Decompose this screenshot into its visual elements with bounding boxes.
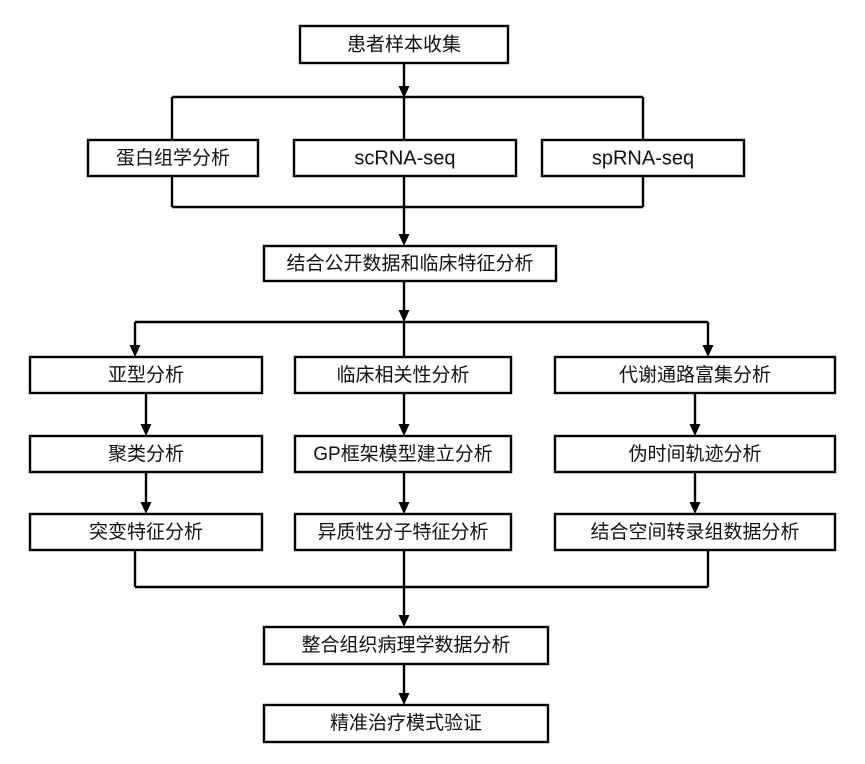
node-clinical-correlation-analysis[interactable]: 临床相关性分析	[293, 355, 513, 395]
node-label-n9: 聚类分析	[108, 443, 184, 465]
arrowhead-merge-n15	[398, 615, 410, 627]
node-box-n2[interactable]	[86, 138, 260, 178]
node-heterogeneity-molecular-features[interactable]: 异质性分子特征分析	[293, 512, 513, 552]
arrowhead-n11-n14	[689, 502, 701, 514]
node-label-n1: 患者样本收集	[347, 34, 461, 56]
node-public-data-clinical-features[interactable]: 结合公开数据和临床特征分析	[262, 244, 558, 283]
node-metabolic-pathway-enrichment[interactable]: 代谢通路富集分析	[553, 355, 837, 395]
node-label-n8: 代谢通路富集分析	[619, 364, 771, 386]
node-subtype-analysis[interactable]: 亚型分析	[28, 355, 264, 395]
node-label-n5: 结合公开数据和临床特征分析	[286, 253, 533, 275]
node-histopathology-integration[interactable]: 整合组织病理学数据分析	[262, 625, 550, 666]
node-box-n8[interactable]	[553, 355, 837, 395]
node-label-n2: 蛋白组学分析	[116, 147, 230, 169]
node-label-n6: 亚型分析	[108, 364, 184, 386]
node-gp-framework-model[interactable]: GP框架模型建立分析	[293, 434, 513, 474]
node-label-n7: 临床相关性分析	[336, 364, 469, 386]
node-box-n7[interactable]	[293, 355, 513, 395]
node-label-n14: 结合空间转录组数据分析	[590, 521, 799, 543]
node-label-n16: 精准治疗模式验证	[330, 712, 482, 734]
node-clustering-analysis[interactable]: 聚类分析	[28, 434, 264, 474]
node-box-n12[interactable]	[28, 512, 264, 552]
node-label-n11: 伪时间轨迹分析	[628, 443, 761, 465]
arrowhead-split-n6	[129, 345, 141, 357]
node-spatial-transcriptome-integration[interactable]: 结合空间转录组数据分析	[553, 512, 837, 552]
node-sprna-seq[interactable]: spRNA-seq	[540, 138, 746, 178]
node-label-n10: GP框架模型建立分析	[313, 443, 492, 465]
arrowhead-n8-n11	[689, 424, 701, 436]
node-box-n4[interactable]	[540, 138, 746, 178]
arrowhead-n15-n16	[398, 693, 410, 705]
node-box-n13[interactable]	[293, 512, 513, 552]
node-box-n1[interactable]	[298, 24, 510, 65]
node-scrna-seq[interactable]: scRNA-seq	[292, 138, 518, 178]
arrowhead-n9-n12	[140, 502, 152, 514]
arrowhead-split-n8	[702, 345, 714, 357]
node-precision-therapy-validation[interactable]: 精准治疗模式验证	[262, 703, 550, 744]
arrowhead-n6-n9	[140, 424, 152, 436]
node-box-n3[interactable]	[292, 138, 518, 178]
node-box-n16[interactable]	[262, 703, 550, 744]
node-label-n4: spRNA-seq	[592, 147, 694, 169]
arrowhead-merge-n5	[398, 234, 410, 246]
arrowhead-n10-n13	[398, 502, 410, 514]
node-layer: 患者样本收集 蛋白组学分析 scRNA-seq spRNA-seq 结合公开数据…	[28, 24, 837, 744]
node-patient-sample-collection[interactable]: 患者样本收集	[298, 24, 510, 65]
node-pseudotime-trajectory[interactable]: 伪时间轨迹分析	[553, 434, 837, 474]
node-label-n3: scRNA-seq	[354, 147, 455, 169]
node-box-n15[interactable]	[262, 625, 550, 666]
node-label-n15: 整合组织病理学数据分析	[301, 634, 510, 656]
node-mutation-signature-analysis[interactable]: 突变特征分析	[28, 512, 264, 552]
arrowhead-n5-split	[398, 310, 410, 322]
node-label-n12: 突变特征分析	[89, 521, 203, 543]
arrowhead-n7-n10	[398, 424, 410, 436]
arrowhead-n1-split	[398, 86, 410, 98]
node-box-n6[interactable]	[28, 355, 264, 395]
node-box-n14[interactable]	[553, 512, 837, 552]
node-box-n10[interactable]	[293, 434, 513, 474]
node-box-n11[interactable]	[553, 434, 837, 474]
node-proteomics-analysis[interactable]: 蛋白组学分析	[86, 138, 260, 178]
node-box-n9[interactable]	[28, 434, 264, 474]
connector-layer	[129, 63, 714, 705]
node-box-n5[interactable]	[262, 244, 558, 283]
node-label-n13: 异质性分子特征分析	[317, 521, 488, 543]
